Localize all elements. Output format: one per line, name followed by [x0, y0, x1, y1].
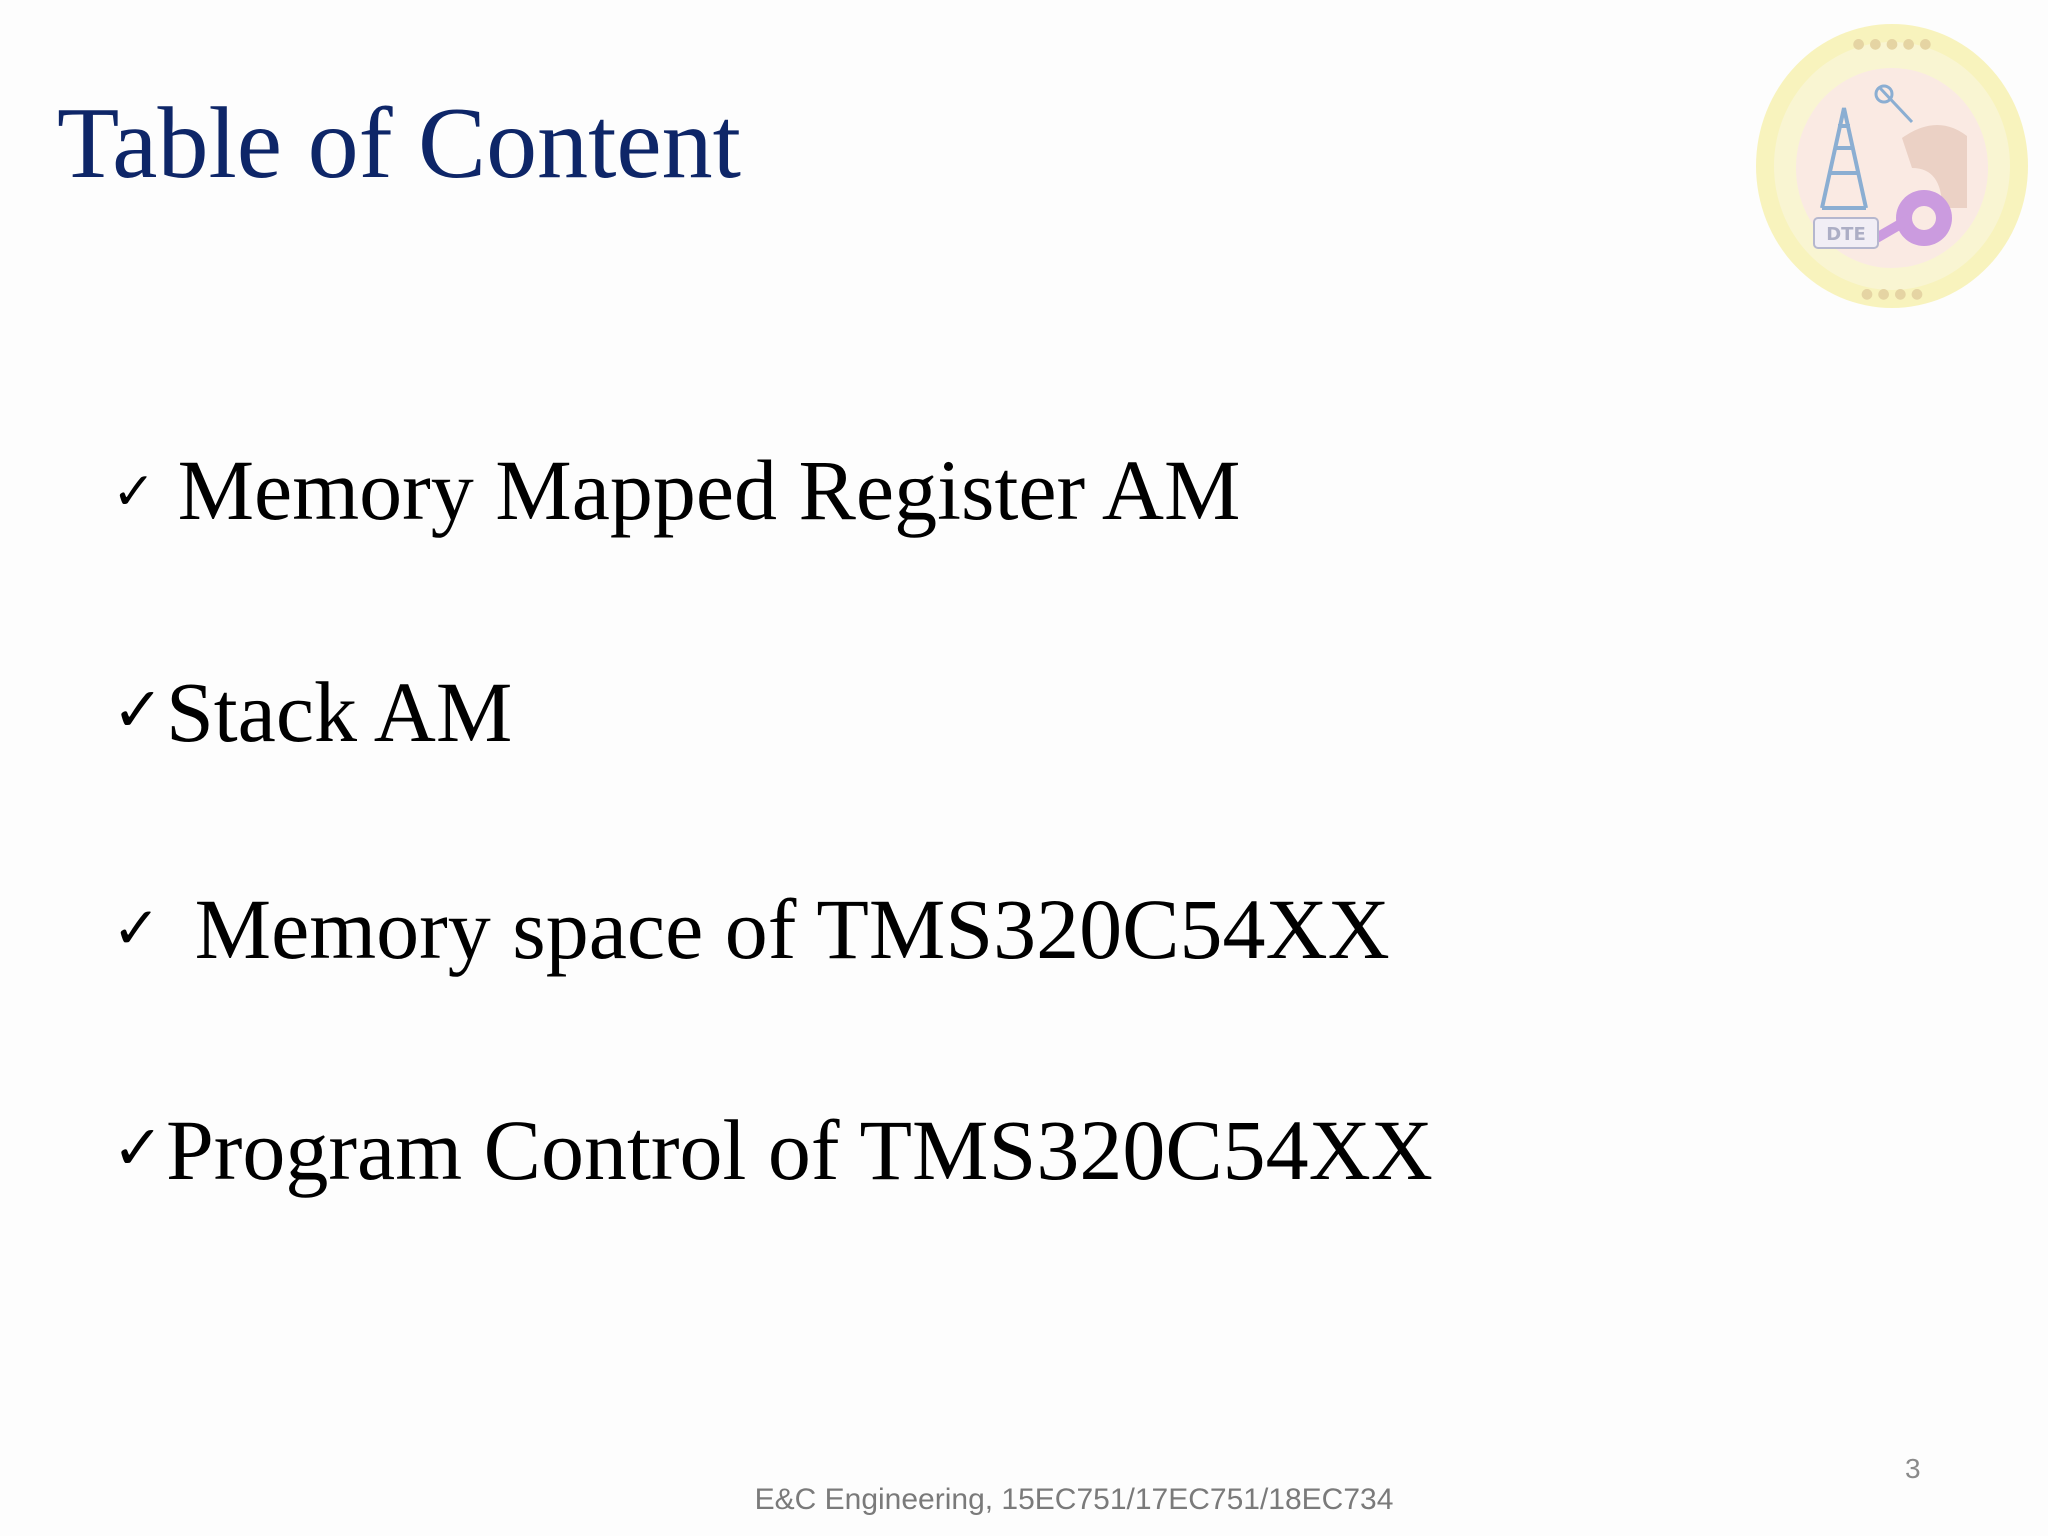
list-item: ✓Program Control of TMS320C54XX [112, 1098, 1433, 1200]
checkmark-icon: ✓ [112, 673, 164, 746]
list-item: ✓ Memory space of TMS320C54XX [112, 878, 1390, 979]
svg-text:● ● ● ●: ● ● ● ● [1861, 286, 1923, 302]
list-item: ✓ Memory Mapped Register AM [112, 440, 1240, 542]
list-item-label: Stack AM [165, 664, 513, 760]
slide-number: 3 [1905, 1453, 1921, 1484]
checkmark-icon: ✓ [112, 462, 156, 522]
logo-text: DTE [1826, 224, 1866, 245]
list-item-label: Memory space of TMS320C54XX [194, 881, 1390, 977]
svg-text:● ● ● ● ●: ● ● ● ● ● [1853, 36, 1932, 52]
slide-title: Table of Content [57, 87, 742, 200]
slide-footer: E&C Engineering, 15EC751/17EC751/18EC734 [754, 1483, 1394, 1516]
list-item-label: Program Control of TMS320C54XX [165, 1102, 1433, 1198]
checkmark-icon: ✓ [112, 894, 161, 962]
checkmark-icon: ✓ [112, 1111, 164, 1184]
dte-karnataka-seal-icon: DTE ● ● ● ● ● ● ● ● ● [1756, 24, 2028, 308]
list-item-label: Memory Mapped Register AM [177, 442, 1241, 538]
list-item: ✓Stack AM [112, 660, 512, 762]
